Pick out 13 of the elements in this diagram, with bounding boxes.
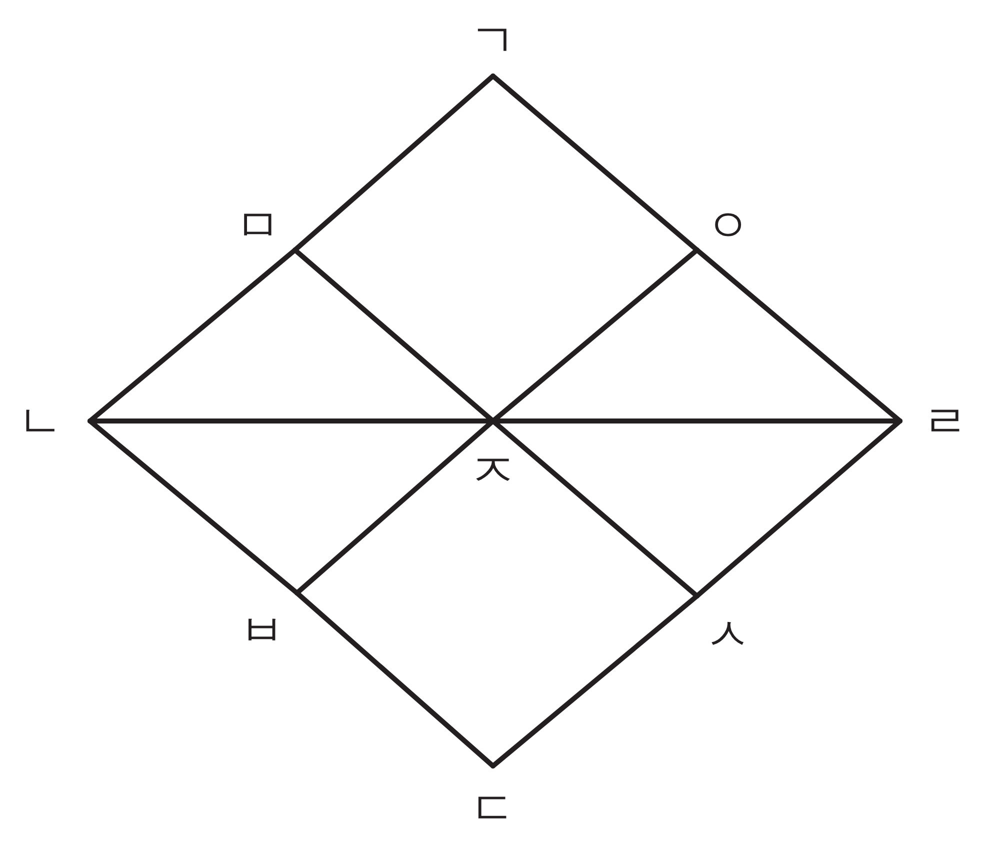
point-label: ㅂ xyxy=(239,607,285,653)
point-label: ㅁ xyxy=(235,202,281,248)
point-label: ㅈ xyxy=(470,447,516,493)
point-label: ㄹ xyxy=(922,398,968,444)
line-segment xyxy=(490,594,700,768)
line-segment xyxy=(490,74,700,252)
point-label: ㅅ xyxy=(705,611,751,657)
point-label: ㅇ xyxy=(705,202,751,248)
line-segment xyxy=(294,590,496,768)
line-segment xyxy=(292,74,496,252)
point-label: ㄴ xyxy=(17,398,63,444)
point-label: ㄷ xyxy=(470,785,516,831)
point-label: ㄱ xyxy=(470,17,516,63)
